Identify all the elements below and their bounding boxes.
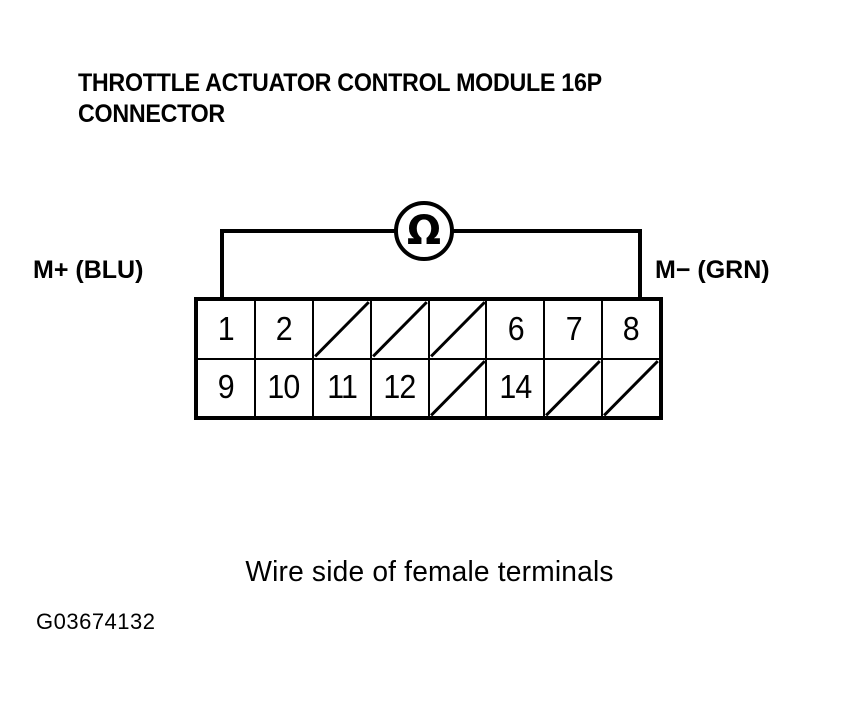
figure-caption-text: Wire side of female terminals bbox=[245, 556, 614, 588]
connector-cavity-empty bbox=[603, 360, 659, 417]
connector-pin-12: 12 bbox=[372, 359, 430, 416]
empty-cavity-slash-icon bbox=[430, 301, 486, 358]
pin-number-label: 10 bbox=[267, 368, 301, 406]
empty-cavity-slash-icon bbox=[603, 360, 659, 417]
figure-id: G03674132 bbox=[36, 609, 156, 634]
empty-cavity-slash-icon bbox=[545, 360, 601, 417]
connector-pin-1: 1 bbox=[198, 301, 256, 358]
pin-number-label: 8 bbox=[623, 309, 640, 347]
pin-number-label: 12 bbox=[383, 368, 417, 406]
connector-pin-10: 10 bbox=[256, 359, 314, 416]
connector-row-bottom: 9 10 11 12 14 bbox=[198, 359, 659, 417]
pin-number-label: 6 bbox=[507, 309, 524, 347]
connector-pin-7: 7 bbox=[545, 301, 604, 358]
connector-pin-2: 2 bbox=[256, 301, 314, 358]
pin-number-label: 7 bbox=[565, 309, 582, 347]
connector-pin-11: 11 bbox=[314, 359, 372, 416]
figure-caption: Wire side of female terminals bbox=[13, 556, 846, 589]
connector-row-top: 1 2 6 7 8 bbox=[198, 301, 659, 360]
empty-cavity-slash-icon bbox=[314, 301, 370, 358]
connector-cavity-empty bbox=[430, 301, 488, 358]
terminal-label-m-plus: M+ (BLU) bbox=[33, 256, 144, 284]
connector-cavity-empty bbox=[430, 359, 488, 417]
page-title: THROTTLE ACTUATOR CONTROL MODULE 16P CON… bbox=[78, 69, 602, 128]
connector-pin-8: 8 bbox=[603, 301, 659, 358]
pin-number-label: 1 bbox=[217, 309, 235, 347]
connector-pin-6: 6 bbox=[487, 301, 546, 358]
pin-number-label: 2 bbox=[275, 309, 293, 347]
terminal-label-m-minus: M− (GRN) bbox=[655, 256, 770, 284]
pin-number-label: 11 bbox=[326, 368, 358, 406]
pin-number-label: 9 bbox=[217, 368, 235, 406]
ohmmeter-symbol: Ω bbox=[407, 208, 441, 254]
connector-cavity-empty bbox=[372, 301, 430, 358]
empty-cavity-slash-icon bbox=[430, 360, 486, 417]
ohmmeter-icon bbox=[394, 201, 454, 261]
pin-number-label: 14 bbox=[499, 368, 532, 406]
empty-cavity-slash-icon bbox=[372, 301, 428, 358]
connector-pin-14: 14 bbox=[487, 359, 546, 416]
connector-cavity-empty bbox=[545, 359, 604, 417]
connector-pin-9: 9 bbox=[198, 359, 256, 416]
connector-cavity-empty bbox=[314, 301, 372, 358]
